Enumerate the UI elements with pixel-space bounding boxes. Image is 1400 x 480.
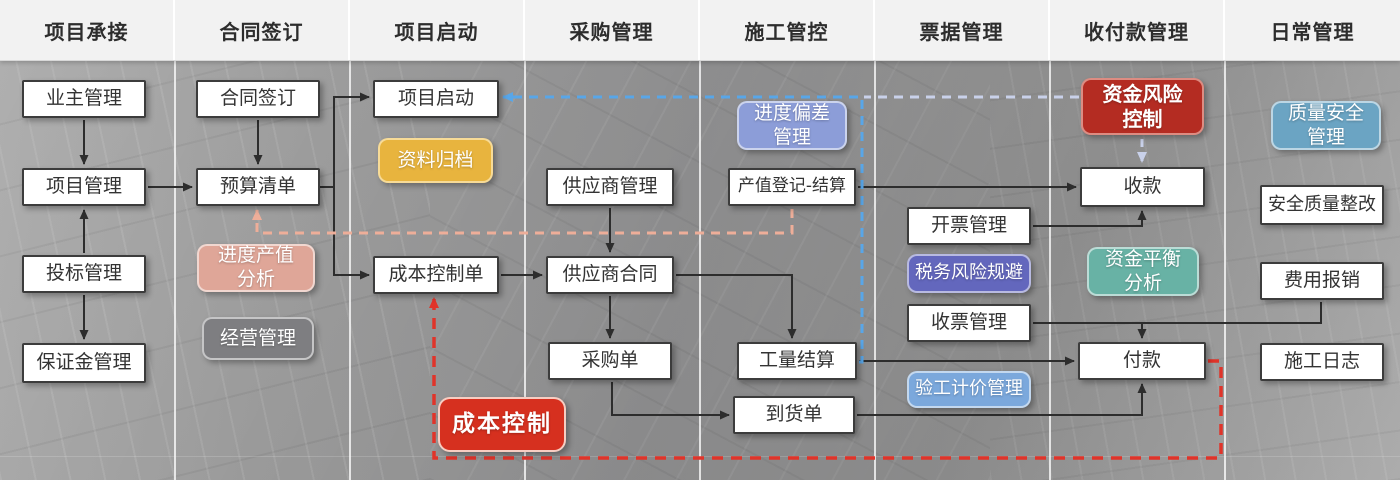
tag-cost-control: 成本控制 xyxy=(438,397,566,452)
dashed-feedback-pink-output-to-budget xyxy=(252,209,794,235)
node-work-quantity-settlement: 工量结算 xyxy=(737,342,857,380)
phase-header-project-launch: 项目启动 xyxy=(350,0,523,60)
node-delivery-order: 到货单 xyxy=(733,396,855,434)
tag-operation-management: 经营管理 xyxy=(202,317,314,360)
solid-flow-arrows xyxy=(79,92,1322,420)
phase-header-row: 项目承接 合同签订 项目启动 采购管理 施工管控 票据管理 收付款管理 日常管理 xyxy=(0,0,1400,61)
node-purchase-order: 采购单 xyxy=(548,342,672,380)
node-receive-payment: 收款 xyxy=(1080,167,1205,207)
dashed-feedback-red-cost-loop xyxy=(429,297,1223,460)
phase-header-daily-mgmt: 日常管理 xyxy=(1225,0,1400,60)
node-invoicing-management: 开票管理 xyxy=(907,207,1031,245)
column-separator-6 xyxy=(1049,60,1051,480)
tag-progress-output-analysis: 进度产值分析 xyxy=(197,244,315,292)
node-expense-reimbursement: 费用报销 xyxy=(1260,262,1384,300)
column-separator-7 xyxy=(1224,60,1226,480)
node-project-management: 项目管理 xyxy=(22,168,146,206)
phase-header-project-undertaking: 项目承接 xyxy=(0,0,173,60)
node-budget-list: 预算清单 xyxy=(196,168,320,206)
phase-header-invoice-mgmt: 票据管理 xyxy=(875,0,1048,60)
node-bidding-management: 投标管理 xyxy=(22,255,146,293)
node-construction-log: 施工日志 xyxy=(1260,343,1384,381)
phase-header-procurement: 采购管理 xyxy=(525,0,698,60)
node-receipt-invoice-management: 收票管理 xyxy=(907,304,1031,342)
column-separator-2 xyxy=(349,60,351,480)
phase-header-construction-control: 施工管控 xyxy=(700,0,873,60)
node-cost-control-sheet: 成本控制单 xyxy=(373,256,499,294)
tag-data-archive: 资料归档 xyxy=(378,138,493,183)
node-deposit-management: 保证金管理 xyxy=(22,343,146,383)
tag-work-inspection-pricing: 验工计价管理 xyxy=(907,371,1031,408)
node-supplier-management: 供应商管理 xyxy=(546,168,674,206)
tag-schedule-deviation-management: 进度偏差管理 xyxy=(737,101,847,150)
node-supplier-contract: 供应商合同 xyxy=(546,256,674,294)
column-separator-5 xyxy=(874,60,876,480)
node-safety-quality-rectification: 安全质量整改 xyxy=(1260,185,1384,225)
tag-quality-safety-management: 质量安全管理 xyxy=(1271,101,1381,150)
tag-tax-risk-avoidance: 税务风险规避 xyxy=(907,254,1031,293)
tag-fund-balance-analysis: 资金平衡分析 xyxy=(1087,247,1199,296)
phase-header-contract-signing: 合同签订 xyxy=(175,0,348,60)
node-contract-signing: 合同签订 xyxy=(196,80,320,118)
node-owner-management: 业主管理 xyxy=(22,80,146,118)
column-separator-3 xyxy=(524,60,526,480)
node-output-register-settlement: 产值登记-结算 xyxy=(728,168,856,206)
phase-header-receipt-payment: 收付款管理 xyxy=(1050,0,1223,60)
tag-fund-risk-control: 资金风险控制 xyxy=(1081,78,1204,135)
dashed-feedback-blue-settlement-to-launch xyxy=(502,92,864,364)
node-project-launch: 项目启动 xyxy=(373,80,499,118)
column-separator-4 xyxy=(699,60,701,480)
node-make-payment: 付款 xyxy=(1078,342,1206,380)
column-separator-1 xyxy=(174,60,176,480)
